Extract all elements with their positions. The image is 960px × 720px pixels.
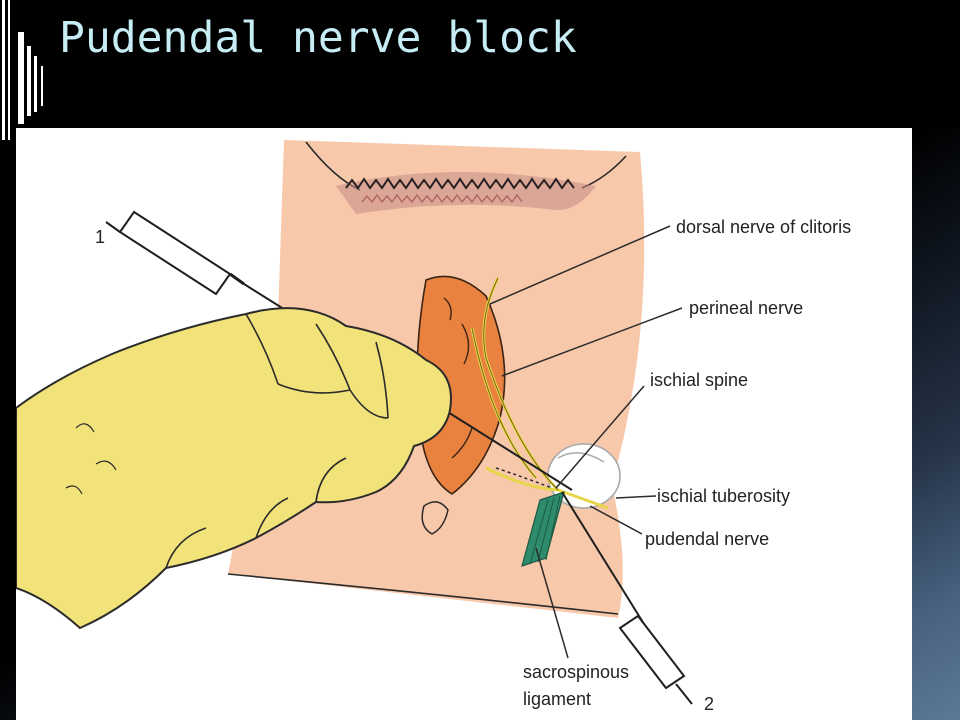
gloved-hand [16,307,452,630]
illustration-panel [16,128,912,720]
label-sacrospinous-line-1: sacrospinous [523,662,630,682]
needle-number-2: 2 [704,694,715,714]
accent-bars [2,0,43,140]
slide-title: Pudendal nerve block [59,13,577,63]
label-ischial-spine: ischial spine [650,370,749,390]
label-dorsal-nerve-of-clitoris: dorsal nerve of clitoris [676,217,852,237]
pudendal-block-illustration [16,140,693,705]
title-band [38,0,960,128]
label-pudendal-nerve: pudendal nerve [645,529,770,549]
label-sacrospinous-line-2: ligament [523,689,592,709]
label-ischial-tuberosity: ischial tuberosity [657,486,791,506]
syringe-2 [561,491,693,705]
label-perineal-nerve: perineal nerve [689,298,804,318]
anus [421,501,449,535]
leader-lines [489,225,683,659]
needle-number-1: 1 [95,227,106,247]
